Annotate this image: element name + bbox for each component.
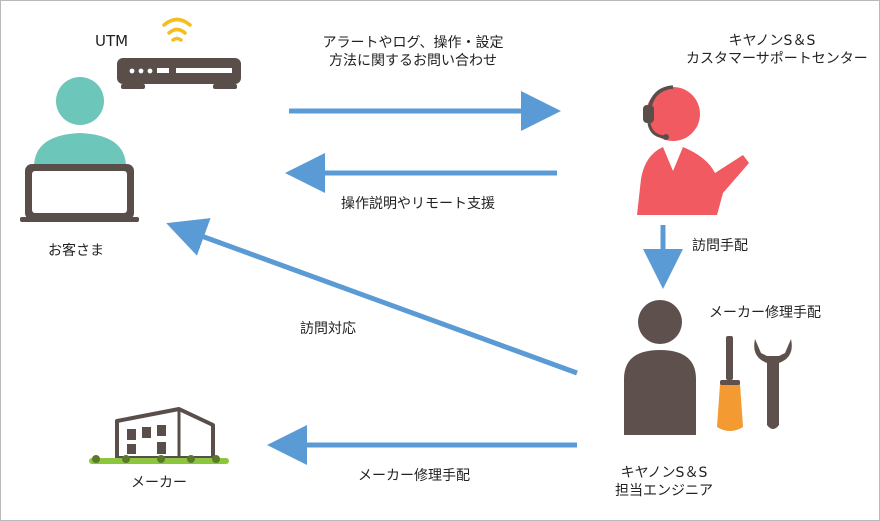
- screwdriver-icon: [717, 336, 743, 431]
- visit-arrangement-label: 訪問手配: [692, 238, 748, 254]
- maker-repair-to-maker-label: メーカー修理手配: [358, 468, 470, 484]
- inquiry-label-line2: 方法に関するお問い合わせ: [329, 53, 497, 69]
- engineer-label-line1: キヤノンS＆S: [620, 465, 708, 481]
- support-center-label: キヤノンS＆S カスタマーサポートセンター: [686, 32, 868, 68]
- wifi-icon: [162, 17, 192, 42]
- customer-label: お客さま: [48, 243, 104, 259]
- utm-label: UTM: [95, 32, 129, 50]
- support-center-label-line2: カスタマーサポートセンター: [686, 51, 868, 67]
- inquiry-label-line1: アラートやログ、操作・設定: [322, 35, 504, 51]
- arrow-visit-response: [166, 218, 578, 376]
- remote-support-label: 操作説明やリモート支援: [341, 196, 495, 212]
- engineer-label: キヤノンS＆S 担当エンジニア: [599, 464, 729, 500]
- utm-device-icon: [117, 17, 241, 89]
- engineer-icon: [624, 300, 696, 435]
- customer-icon: [20, 77, 139, 222]
- maker-label: メーカー: [131, 475, 187, 491]
- inquiry-label: アラートやログ、操作・設定 方法に関するお問い合わせ: [307, 34, 519, 70]
- support-operator-icon: [637, 85, 749, 215]
- wrench-icon: [754, 339, 792, 429]
- maker-repair-arrangement-label: メーカー修理手配: [709, 305, 821, 321]
- support-center-label-line1: キヤノンS＆S: [728, 33, 816, 49]
- visit-response-label: 訪問対応: [300, 321, 356, 337]
- engineer-label-line2: 担当エンジニア: [615, 483, 713, 499]
- maker-factory-icon: [89, 407, 229, 464]
- flow-arrows: [166, 91, 683, 465]
